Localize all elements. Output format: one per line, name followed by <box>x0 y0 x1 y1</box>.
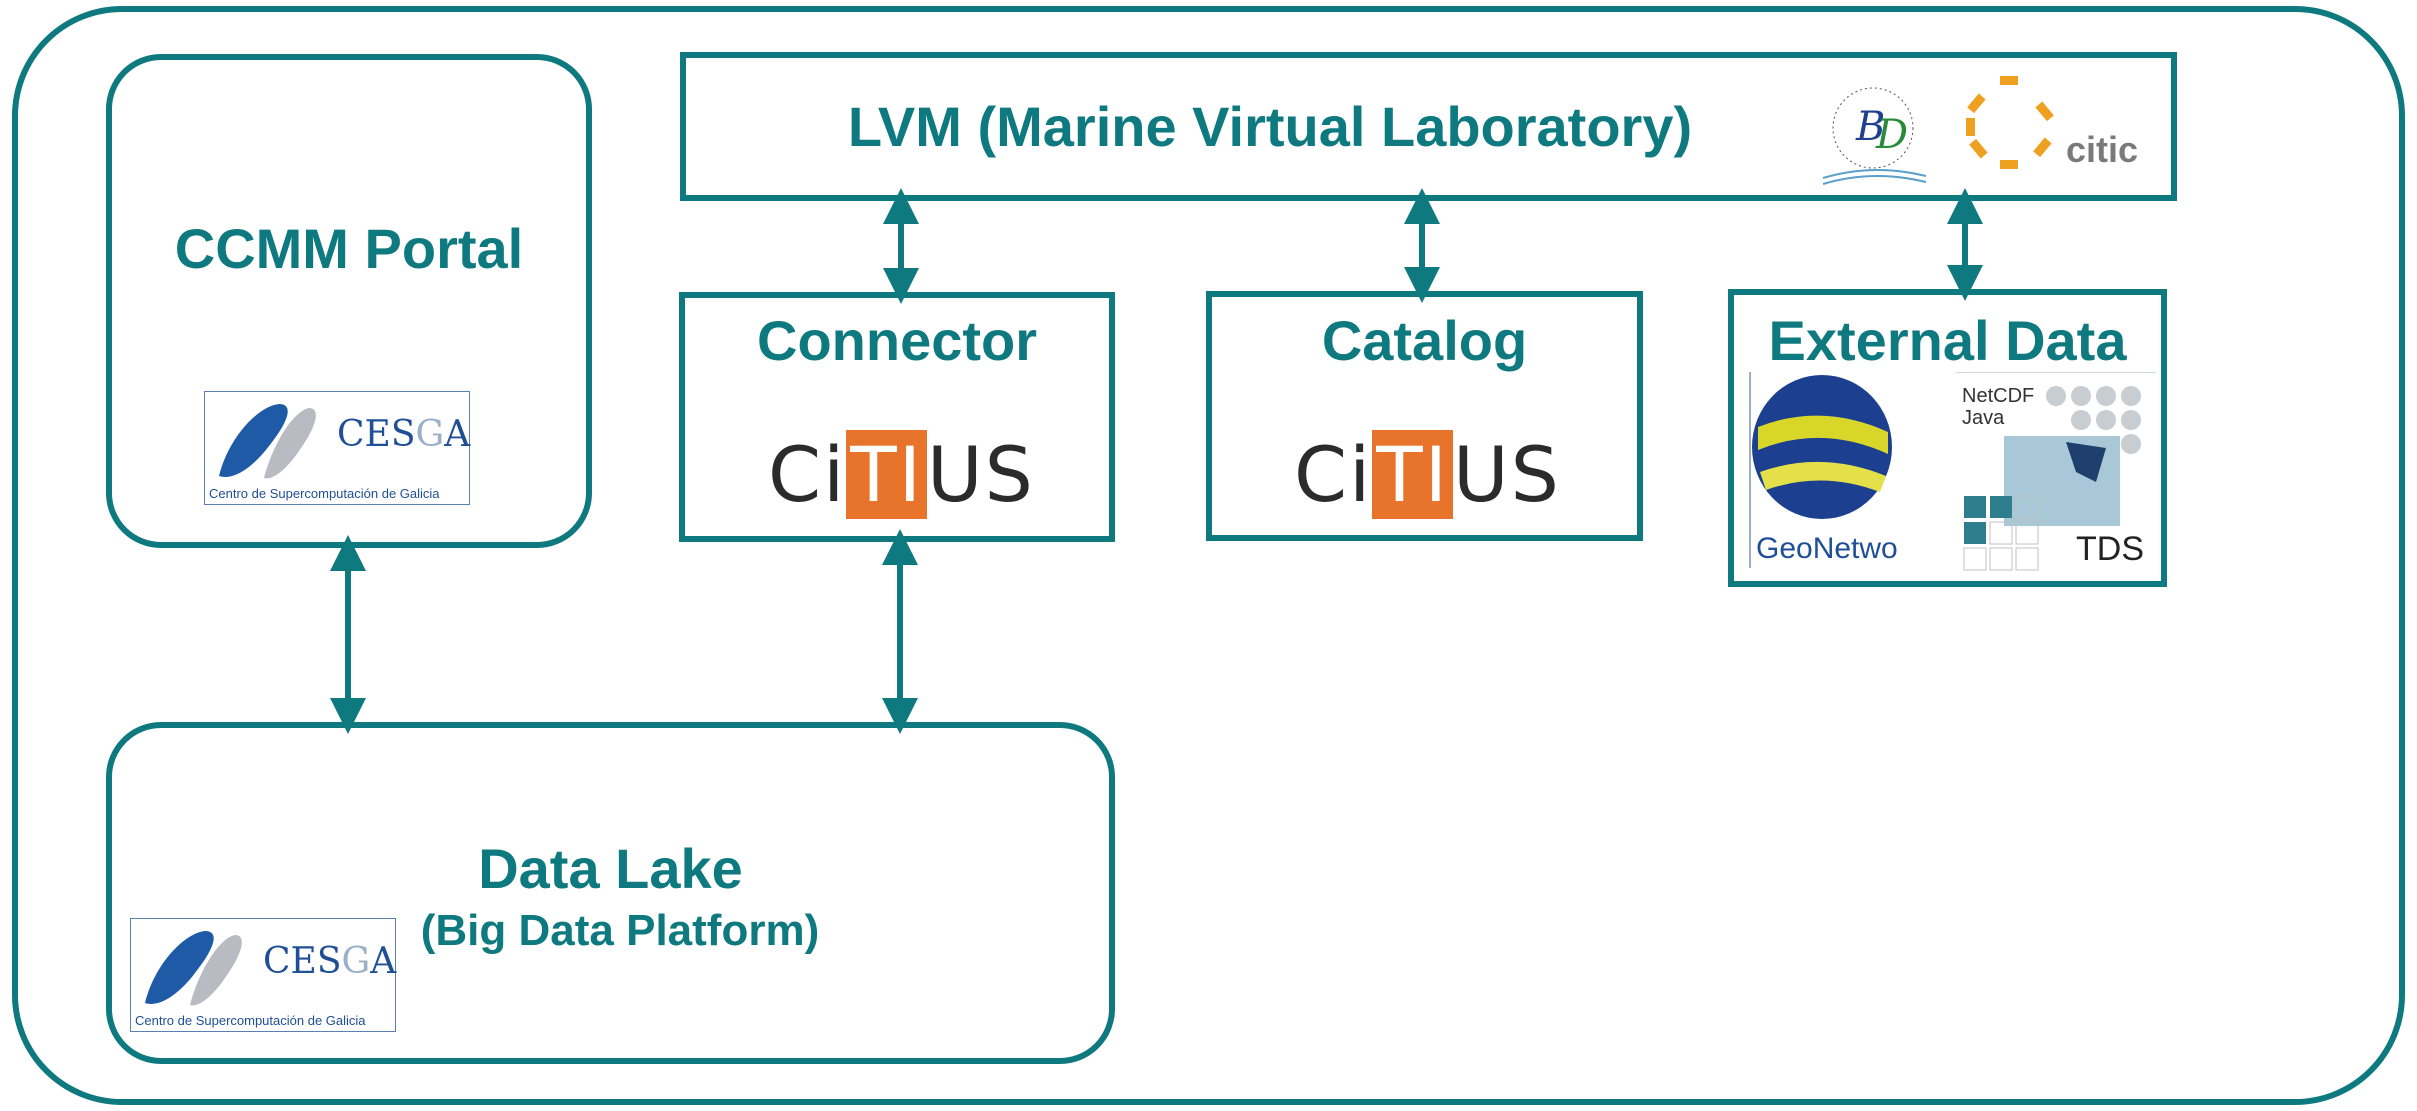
svg-text:NetCDF: NetCDF <box>1962 385 2034 407</box>
data-lake-title: Data Lake <box>478 837 743 900</box>
lvm-title: LVM (Marine Virtual Laboratory) <box>847 95 1693 158</box>
citius-logo: CiTIUS <box>1294 430 1561 519</box>
svg-text:GeoNetwork: GeoNetwork <box>1756 532 1898 565</box>
cesga-logo: CESGA Centro de Supercomputación de Gali… <box>204 391 470 505</box>
svg-text:citic: citic <box>2066 129 2138 170</box>
data-lake-subtitle: (Big Data Platform) <box>420 906 820 955</box>
external-data-title: External Data <box>1768 309 2127 372</box>
geonetwork-logo-icon: GeoNetwork <box>1749 372 1898 568</box>
cesga-name: CESGA <box>337 414 471 455</box>
svg-text:TDS: TDS <box>2076 530 2144 568</box>
cesga-swoosh-icon <box>145 931 242 1006</box>
diagram-frame <box>12 6 2405 1105</box>
netcdf-tds-logo-icon: NetCDF Java TDS <box>1956 372 2156 571</box>
ccmm-portal-title: CCMM Portal <box>174 217 524 280</box>
cesga-subtitle: Centro de Supercomputación de Galicia <box>209 486 440 501</box>
citius-logo: CiTIUS <box>768 430 1035 519</box>
citic-logo-icon: citic <box>1966 76 2138 170</box>
svg-text:D: D <box>1875 112 1908 158</box>
cesga-subtitle: Centro de Supercomputación de Galicia <box>135 1013 366 1028</box>
cesga-swoosh-icon <box>219 404 316 479</box>
catalog-title: Catalog <box>1321 309 1528 372</box>
connector-title: Connector <box>757 309 1037 372</box>
cesga-name: CESGA <box>263 941 397 982</box>
lbd-logo-icon: B D <box>1822 87 1927 185</box>
cesga-logo: CESGA Centro de Supercomputación de Gali… <box>130 918 396 1032</box>
svg-text:B: B <box>1855 104 1885 150</box>
svg-text:Java: Java <box>1962 407 2005 429</box>
